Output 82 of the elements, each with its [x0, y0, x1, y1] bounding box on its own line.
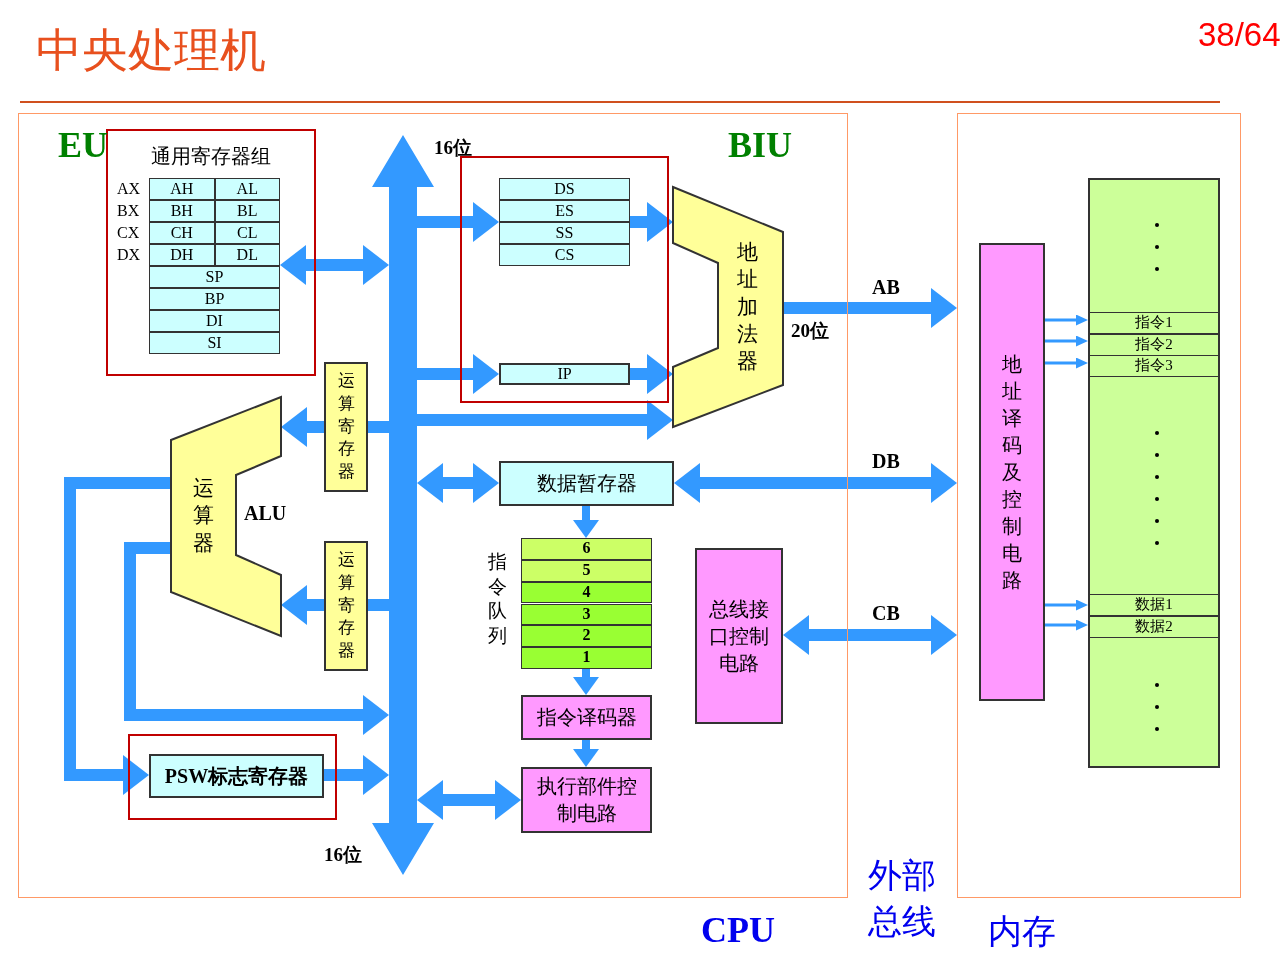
register-cell: BH: [149, 200, 215, 222]
arrow: [573, 740, 599, 767]
register-group-frame: [106, 129, 316, 376]
register-cell: ES: [499, 200, 630, 222]
memory-cell: 指令3: [1088, 355, 1220, 377]
queue-slot: 3: [521, 603, 652, 626]
flag-register-frame: [128, 734, 337, 820]
row-label: CX: [117, 223, 140, 243]
arrow: [573, 506, 599, 538]
bus-label: 外部总线: [868, 856, 937, 942]
arrow: [1045, 314, 1088, 326]
register-box: 数据暂存器: [499, 461, 674, 506]
register-cell: DS: [499, 178, 630, 200]
queue-slot: 5: [521, 559, 652, 582]
register-box: IP: [499, 363, 630, 385]
arrow: [281, 407, 324, 447]
shape-label: 运算器: [191, 475, 215, 557]
connector-line: [368, 599, 389, 611]
slide-title: 中央处理机: [36, 24, 266, 78]
register-cell: SP: [149, 266, 280, 288]
arrow: [417, 400, 673, 440]
arrow: [281, 585, 324, 625]
memory-cell: 指令1: [1088, 312, 1220, 334]
queue-slot: 1: [521, 647, 652, 669]
width-label: 16位: [324, 843, 362, 867]
row-label: DX: [117, 245, 141, 265]
register-cell: DI: [149, 310, 280, 332]
arrow: [324, 755, 389, 795]
side-label: ALU: [244, 502, 287, 525]
register-box: PSW标志寄存器: [149, 754, 324, 798]
arrow: [64, 477, 171, 795]
page-number: 38/64: [1198, 16, 1281, 54]
arrow: [1045, 335, 1088, 347]
arrow: [1045, 619, 1088, 631]
arrow: [674, 463, 957, 503]
arrow: [573, 669, 599, 695]
arrow: [630, 354, 673, 394]
register-cell: BL: [214, 200, 280, 222]
width-label: 20位: [791, 319, 829, 343]
memory-cell: 数据2: [1088, 615, 1220, 638]
row-label: BX: [117, 201, 140, 221]
register-cell: DL: [214, 244, 280, 266]
control-box: 总线接口控制电路: [695, 548, 783, 724]
register-cell: AL: [214, 178, 280, 200]
arrow: [417, 780, 521, 820]
register-cell: DH: [149, 244, 215, 266]
control-box: 执行部件控制电路: [521, 767, 652, 833]
register-cell: SS: [499, 222, 630, 244]
segment-register-frame: [460, 156, 669, 403]
arrow: [280, 245, 389, 285]
shape-label: 地址加法器: [735, 239, 759, 376]
group-title: 通用寄存器组: [150, 144, 272, 169]
decoder-box: 指令译码器: [521, 695, 652, 740]
arrow: [417, 463, 499, 503]
queue-slot: 4: [521, 581, 652, 604]
queue-slot: 6: [521, 538, 652, 560]
frame-title: CPU: [701, 909, 775, 951]
register-cell: SI: [149, 332, 280, 354]
frame-title: 内存: [988, 912, 1056, 952]
register-box: 运算寄存器: [324, 541, 368, 671]
memory-table: [1088, 178, 1220, 768]
memory-cell: 数据1: [1088, 594, 1220, 616]
arrow: [630, 202, 673, 242]
register-cell: AH: [149, 178, 215, 200]
register-cell: CH: [149, 222, 215, 244]
queue-slot: 2: [521, 625, 652, 648]
row-label: AX: [117, 179, 141, 199]
arrow: [1045, 599, 1088, 611]
unit-label: BIU: [728, 124, 793, 166]
register-box: 运算寄存器: [324, 362, 368, 492]
width-label: 16位: [434, 136, 472, 160]
arrow: [417, 202, 499, 242]
register-cell: CS: [499, 244, 630, 266]
arrow: [783, 288, 957, 328]
arrow: [1045, 357, 1088, 369]
arrow: [417, 354, 499, 394]
connector-line: [368, 421, 389, 433]
side-label: 指令队列: [486, 550, 508, 649]
register-cell: BP: [149, 288, 280, 310]
decoder-box: 地址译码及控制电路: [979, 243, 1045, 701]
register-cell: CL: [214, 222, 280, 244]
arrow: [783, 615, 957, 655]
